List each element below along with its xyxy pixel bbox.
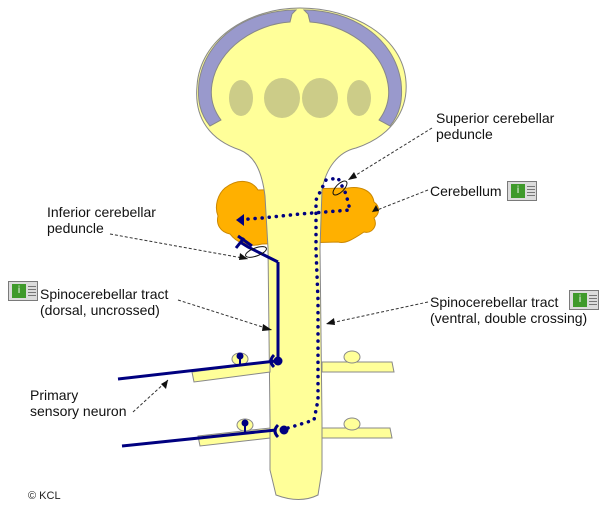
dorsal-nucleus-soma [273, 356, 283, 366]
leader-arrowheads [161, 172, 379, 389]
nerve-root-right-upper [321, 361, 395, 373]
cortex-band [197, 9, 298, 127]
ventral-nucleus-soma [279, 425, 289, 435]
dorsal-synapse [269, 353, 276, 369]
inferior-peduncle-oval [245, 246, 267, 258]
ventral-tract-line2: (ventral, double crossing) [430, 310, 588, 326]
ventral-tract-line1: Spinocerebellar tract [430, 294, 559, 310]
ventral-tract-label: Spinocerebellar tract (ventral, double c… [430, 294, 587, 326]
nucleus-center-right [302, 78, 338, 118]
dorsal-tract-info-icon[interactable]: i [8, 281, 38, 301]
primary-neuron-label: Primary sensory neuron [30, 387, 127, 419]
info-glyph: i [511, 184, 525, 198]
dorsal-tract-label: Spinocerebellar tract (dorsal, uncrossed… [40, 286, 168, 318]
primary-neuron-line1: Primary [30, 387, 79, 403]
cerebellum-label: Cerebellum [430, 183, 502, 199]
info-lines [589, 295, 597, 305]
info-glyph: i [573, 293, 587, 307]
lower-primary-neuron [121, 428, 277, 448]
inferior-peduncle-line1: Inferior cerebellar [47, 204, 156, 220]
superior-peduncle-line1: Superior cerebellar [436, 110, 555, 126]
cortex-band-right [302, 9, 403, 127]
superior-peduncle-oval [332, 180, 348, 196]
info-lines [28, 286, 36, 296]
ventral-tract [234, 176, 353, 430]
lower-synapse [273, 423, 280, 439]
nucleus-center-left [264, 78, 300, 118]
ganglion-right-lower [343, 417, 361, 431]
superior-peduncle-label: Superior cerebellar peduncle [436, 110, 554, 142]
inferior-peduncle-label: Inferior cerebellar peduncle [47, 204, 156, 236]
cerebellum-info-icon[interactable]: i [507, 181, 537, 201]
copyright-text: © KCL [28, 490, 61, 502]
info-lines [527, 186, 535, 196]
brainstem-spinal-cord [196, 7, 407, 500]
ventral-tract-info-icon[interactable]: i [569, 290, 599, 310]
dorsal-tract-line1: Spinocerebellar tract [40, 286, 169, 302]
inferior-peduncle-line2: peduncle [47, 220, 104, 236]
dorsal-tract-line2: (dorsal, uncrossed) [40, 302, 160, 318]
leader-lines [109, 127, 433, 413]
primary-neuron-line2: sensory neuron [30, 403, 127, 419]
nerve-root-right-lower [321, 427, 393, 439]
superior-peduncle-line2: peduncle [436, 126, 493, 142]
nucleus-left [229, 80, 253, 116]
ganglion-right-upper [343, 350, 361, 364]
dorsal-tract-neuron [117, 234, 280, 381]
cerebellum-arrow-head [236, 214, 244, 226]
info-glyph: i [12, 284, 26, 298]
nucleus-right [347, 80, 371, 116]
